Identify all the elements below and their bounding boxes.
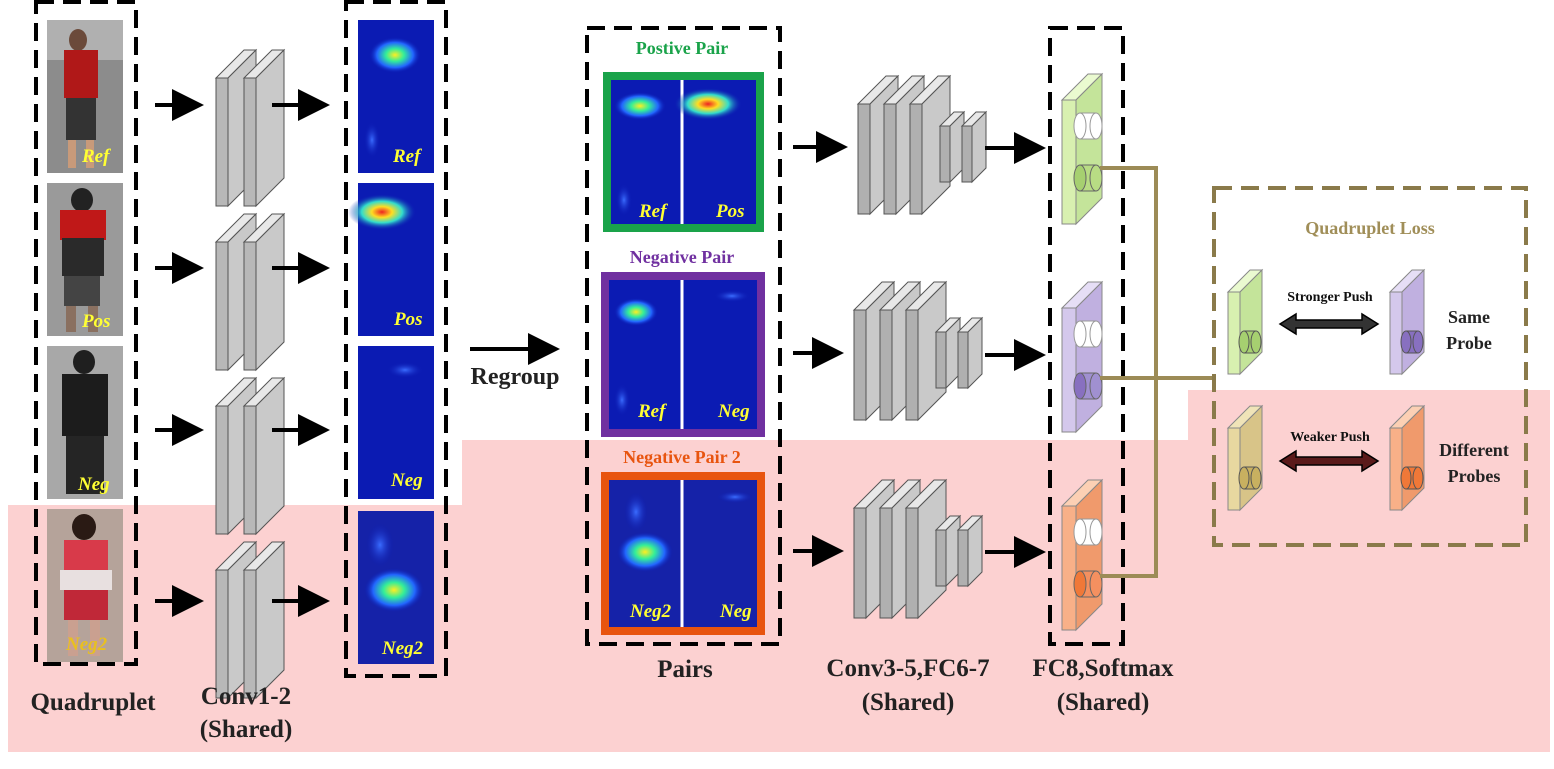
fc7-block-1 bbox=[960, 110, 988, 184]
negative-pair-2-title: Negative Pair 2 bbox=[623, 447, 741, 467]
pos-heatmap-tag: Pos bbox=[394, 309, 423, 330]
loss-unit-positive bbox=[1226, 268, 1264, 376]
stronger-push-label: Stronger Push bbox=[1287, 290, 1373, 305]
negative-pair-right-tag: Neg bbox=[718, 401, 750, 422]
conv2-block-3 bbox=[242, 376, 286, 536]
same-probe-label-1: Same bbox=[1448, 307, 1490, 327]
conv1-2-label: Conv1-2 bbox=[200, 683, 292, 710]
conv2-block-2 bbox=[242, 212, 286, 372]
fc6-block-1 bbox=[938, 110, 966, 184]
fc8-label: FC8,Softmax bbox=[1032, 655, 1174, 682]
neg2-photo-tag: Neg2 bbox=[66, 634, 108, 655]
different-probes-label-2: Probes bbox=[1447, 466, 1501, 486]
fc7-block-2 bbox=[956, 316, 984, 390]
fc6-block-3 bbox=[934, 514, 962, 588]
stronger-push-arrow bbox=[1278, 312, 1380, 336]
heatmaps bbox=[344, 0, 448, 678]
fc8-unit-positive bbox=[1060, 72, 1104, 226]
pos-photo-tag: Pos bbox=[82, 311, 111, 332]
negative-pair-left-tag: Ref bbox=[638, 401, 666, 422]
quadruplet-box bbox=[34, 0, 138, 666]
fc-arrows bbox=[985, 132, 1046, 568]
fc8-shared-label: (Shared) bbox=[1056, 689, 1150, 716]
positive-pair-right-tag: Pos bbox=[716, 201, 745, 222]
neg-photo bbox=[47, 346, 123, 499]
negative-pair-2-right-tag: Neg bbox=[720, 601, 752, 622]
fc8-units bbox=[1060, 72, 1104, 632]
fc6-block-2 bbox=[934, 316, 962, 390]
pair-arrows bbox=[793, 131, 848, 567]
weaker-push-arrow bbox=[1278, 449, 1380, 473]
loss-unit-neg2-left bbox=[1226, 404, 1264, 512]
fc8-unit-negative bbox=[1060, 280, 1104, 434]
neg2-photo bbox=[47, 509, 123, 662]
conv3-5-label: Conv3-5,FC6-7 bbox=[826, 655, 990, 682]
input-arrows bbox=[155, 89, 204, 617]
conv1-2-blocks bbox=[214, 48, 286, 700]
conv1-2-shared-label: (Shared) bbox=[199, 716, 293, 743]
neg2-heatmap-tag: Neg2 bbox=[382, 638, 424, 659]
loss-connectors bbox=[1100, 166, 1212, 578]
negative-pair-2-left-tag: Neg2 bbox=[630, 601, 672, 622]
negative-pair-title: Negative Pair bbox=[629, 247, 735, 267]
quadruplet-label: Quadruplet bbox=[30, 689, 156, 716]
quadruplet-loss-title: Quadruplet Loss bbox=[1305, 218, 1435, 238]
same-probe-label-2: Probe bbox=[1446, 333, 1492, 353]
conv2-block-1 bbox=[242, 48, 286, 208]
pairs-label: Pairs bbox=[657, 656, 713, 683]
neg-heatmap-tag: Neg bbox=[391, 470, 423, 491]
pos-photo bbox=[47, 183, 123, 336]
loss-units bbox=[1226, 268, 1426, 512]
conv3-5-shared-label: (Shared) bbox=[861, 689, 955, 716]
weaker-push-label: Weaker Push bbox=[1290, 430, 1370, 445]
quadruplet-images bbox=[34, 0, 138, 666]
quadruplet-loss-box bbox=[1212, 186, 1528, 547]
loss-unit-same-probe bbox=[1388, 268, 1426, 376]
fc8-box bbox=[1048, 26, 1125, 646]
ref-photo bbox=[47, 20, 123, 173]
positive-pair-left-tag: Ref bbox=[639, 201, 667, 222]
ref-photo-tag: Ref bbox=[82, 146, 110, 167]
different-probes-label-1: Different bbox=[1439, 440, 1509, 460]
conv3-5-blocks bbox=[852, 74, 988, 620]
neg-photo-tag: Neg bbox=[78, 474, 110, 495]
fc7-block-3 bbox=[956, 514, 984, 588]
positive-pair-title: Postive Pair bbox=[635, 38, 729, 58]
ref-heatmap-tag: Ref bbox=[393, 146, 421, 167]
pairs-group bbox=[585, 26, 782, 646]
push-arrows bbox=[1278, 312, 1380, 473]
fc8-unit-negative-2 bbox=[1060, 478, 1104, 632]
loss-unit-different-probes bbox=[1388, 404, 1426, 512]
conv2-block-4 bbox=[242, 540, 286, 700]
feature-arrows bbox=[272, 89, 330, 617]
regroup-label: Regroup bbox=[470, 364, 560, 390]
